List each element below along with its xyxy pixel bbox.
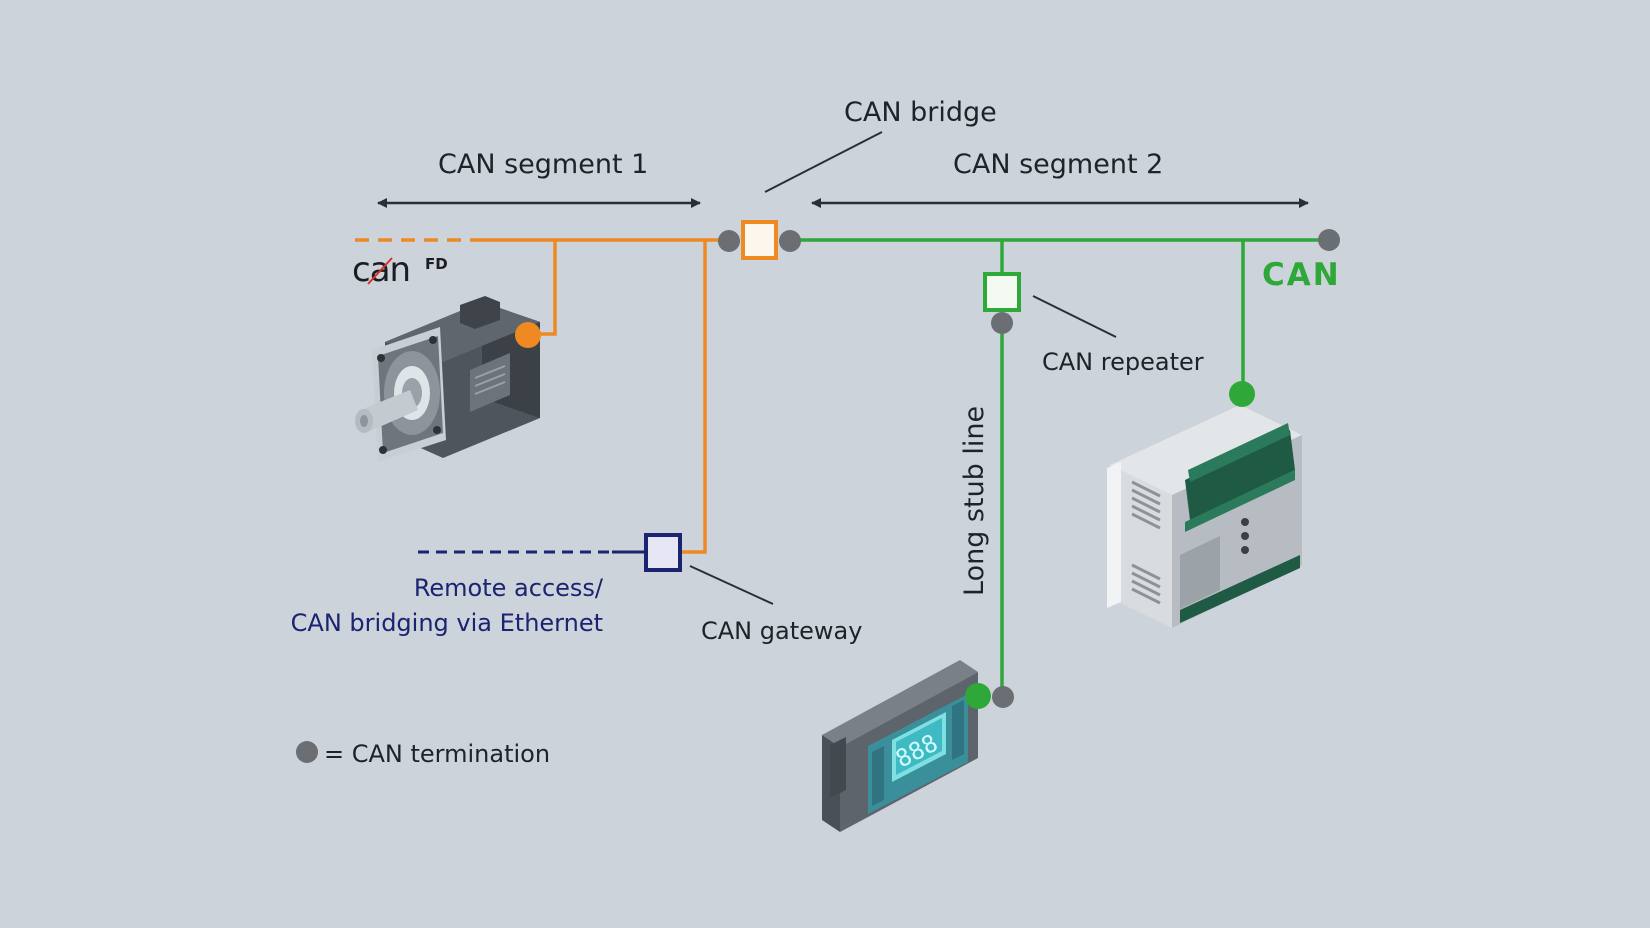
termination-dot-bridge-right (779, 230, 801, 252)
termination-dot-bridge-left (718, 230, 740, 252)
can-fd-logo: can FD (352, 250, 448, 290)
segment-2-label: CAN segment 2 (953, 149, 1163, 180)
bridge-leader-line (764, 131, 883, 193)
segment-1-label: CAN segment 1 (438, 149, 648, 180)
remote-access-label-line-1: Remote access/ (414, 574, 604, 602)
can-gateway-label: CAN gateway (701, 617, 862, 645)
display-controller-device: 888 (822, 660, 978, 832)
remote-access-label-line-2: CAN bridging via Ethernet (291, 609, 603, 637)
legend-termination-dot (296, 741, 318, 763)
can-repeater-box (983, 272, 1021, 312)
legend: = CAN termination (296, 740, 550, 768)
legend-termination-label: = CAN termination (324, 740, 550, 768)
io-module-can-node (1229, 381, 1255, 407)
display-can-node (965, 683, 991, 709)
can-bridge-label: CAN bridge (844, 97, 997, 128)
can-repeater-label: CAN repeater (1042, 348, 1204, 376)
termination-dot-stub-end (992, 686, 1014, 708)
motor-can-fd-node (515, 322, 541, 348)
can-logo: CAN (1262, 257, 1341, 293)
termination-dot-segment-end (1318, 229, 1340, 251)
gateway-leader-line (689, 565, 774, 605)
repeater-leader-line (1032, 295, 1117, 338)
can-gateway-box (644, 533, 682, 572)
can-fd-logo-superscript: FD (425, 255, 448, 273)
io-module-device (1107, 405, 1302, 628)
termination-dot-repeater (991, 312, 1013, 334)
can-bridge-box (741, 220, 778, 260)
can-bus (790, 238, 1330, 697)
servo-motor-device (355, 296, 540, 462)
long-stub-line-label: Long stub line (959, 406, 990, 596)
